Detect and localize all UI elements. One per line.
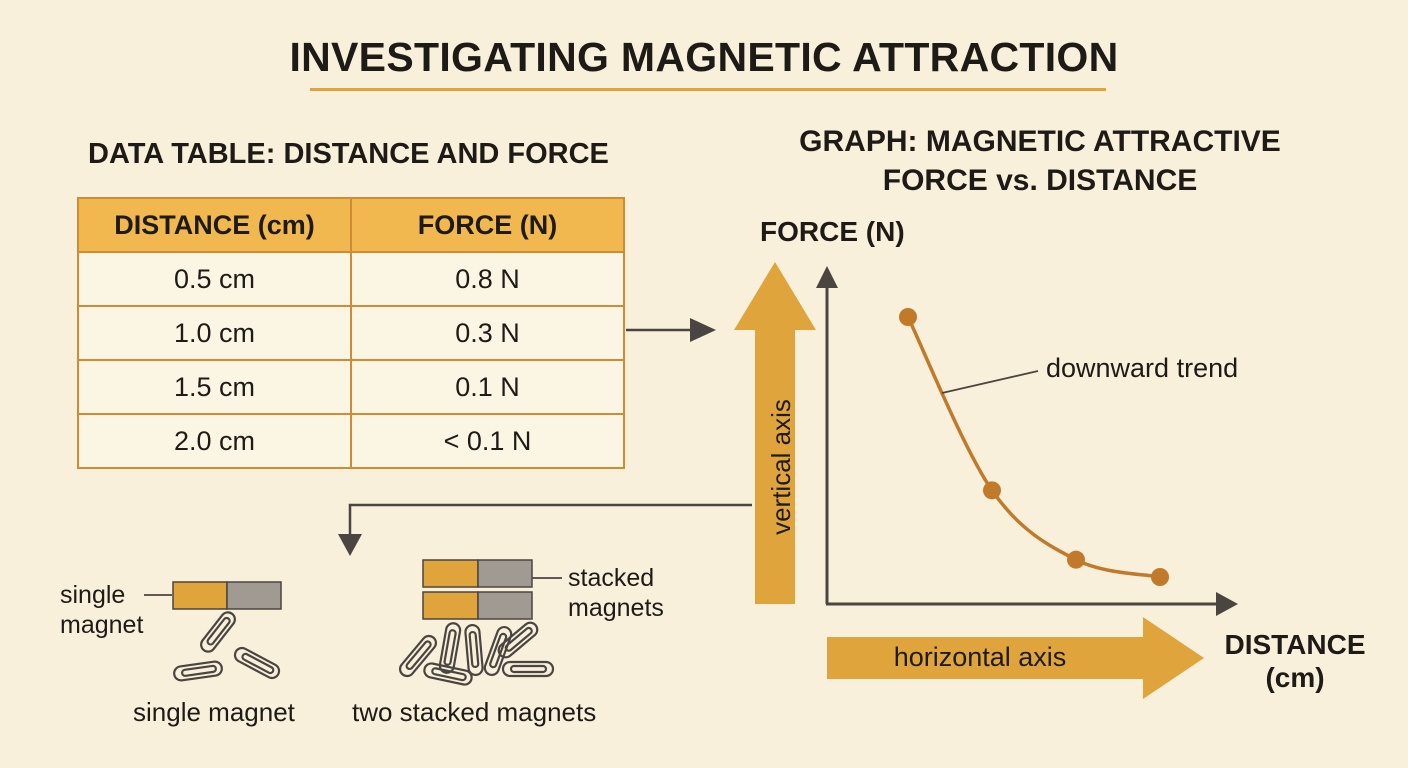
table-to-graph-arrow xyxy=(626,318,716,342)
x-axis-label-line1: DISTANCE xyxy=(1224,629,1366,660)
graph-heading-line2: FORCE vs. DISTANCE xyxy=(882,164,1198,197)
trend-leader-line xyxy=(941,370,1039,394)
single-magnet-illustration xyxy=(144,581,282,682)
page-title: INVESTIGATING MAGNETIC ATTRACTION xyxy=(289,34,1119,80)
graph-heading: GRAPH: MAGNETIC ATTRACTIVE FORCE vs. DIS… xyxy=(760,122,1320,200)
data-table: DISTANCE (cm) FORCE (N) 0.5 cm 0.8 N 1.0… xyxy=(77,197,625,469)
x-axis-label: DISTANCE (cm) xyxy=(1205,628,1385,694)
horizontal-axis-arrow xyxy=(827,617,1204,699)
stacked-magnets-caption: two stacked magnets xyxy=(352,697,597,727)
force-cell: < 0.1 N xyxy=(350,413,625,469)
data-point xyxy=(899,308,917,326)
stacked-magnets-label: stacked magnets xyxy=(568,563,664,623)
force-column-header: FORCE (N) xyxy=(350,197,625,253)
distance-cell: 2.0 cm xyxy=(77,413,352,469)
paperclip-icon xyxy=(497,621,539,659)
single-magnet-label-line1: single xyxy=(60,581,126,609)
paperclip-icon xyxy=(398,634,438,678)
paperclip-icon xyxy=(423,662,473,686)
graph-to-magnets-arrow xyxy=(338,503,752,556)
y-axis-label: FORCE (N) xyxy=(760,216,905,247)
vertical-axis-text: vertical axis xyxy=(766,399,796,535)
single-magnet-label: single magnet xyxy=(60,580,143,640)
data-point xyxy=(1151,568,1169,586)
stacked-magnets-label-line1: stacked xyxy=(568,564,655,592)
y-axis xyxy=(816,266,838,604)
distance-cell: 0.5 cm xyxy=(77,251,352,307)
x-axis xyxy=(826,592,1238,616)
table-row: 0.5 cm 0.8 N xyxy=(77,251,625,307)
paperclip-icon xyxy=(483,625,513,677)
force-cell: 0.3 N xyxy=(350,305,625,361)
paperclip-icon xyxy=(200,611,236,653)
table-heading: DATA TABLE: DISTANCE AND FORCE xyxy=(88,138,609,170)
trend-curve xyxy=(906,316,1161,579)
distance-cell: 1.5 cm xyxy=(77,359,352,415)
table-header-row: DISTANCE (cm) FORCE (N) xyxy=(77,197,625,253)
title-underline xyxy=(310,88,1106,91)
force-cell: 0.1 N xyxy=(350,359,625,415)
stacked-magnets-label-line2: magnets xyxy=(568,594,664,622)
paperclip-icon xyxy=(173,660,223,682)
table-row: 1.5 cm 0.1 N xyxy=(77,359,625,415)
distance-cell: 1.0 cm xyxy=(77,305,352,361)
vertical-axis-arrow xyxy=(734,262,816,604)
table-row: 1.0 cm 0.3 N xyxy=(77,305,625,361)
single-magnet-label-line2: magnet xyxy=(60,611,144,639)
graph-heading-line1: GRAPH: MAGNETIC ATTRACTIVE xyxy=(799,125,1281,158)
data-point xyxy=(1067,550,1085,569)
paperclip-icon xyxy=(438,622,462,674)
horizontal-axis-text: horizontal axis xyxy=(893,642,1067,672)
plot-area xyxy=(899,308,1169,586)
paperclip-icon xyxy=(501,660,555,678)
distance-column-header: DISTANCE (cm) xyxy=(77,197,352,253)
stacked-magnets-illustration xyxy=(398,559,562,686)
table-row: 2.0 cm < 0.1 N xyxy=(77,413,625,469)
data-point xyxy=(983,481,1001,500)
vertical-axis-text-wrap: vertical axis xyxy=(761,399,801,535)
force-cell: 0.8 N xyxy=(350,251,625,307)
single-magnet-caption: single magnet xyxy=(133,697,295,727)
x-axis-label-line2: (cm) xyxy=(1265,662,1325,693)
paperclip-icon xyxy=(464,623,484,677)
paperclip-icon xyxy=(233,646,281,680)
trend-label: downward trend xyxy=(1046,353,1239,383)
